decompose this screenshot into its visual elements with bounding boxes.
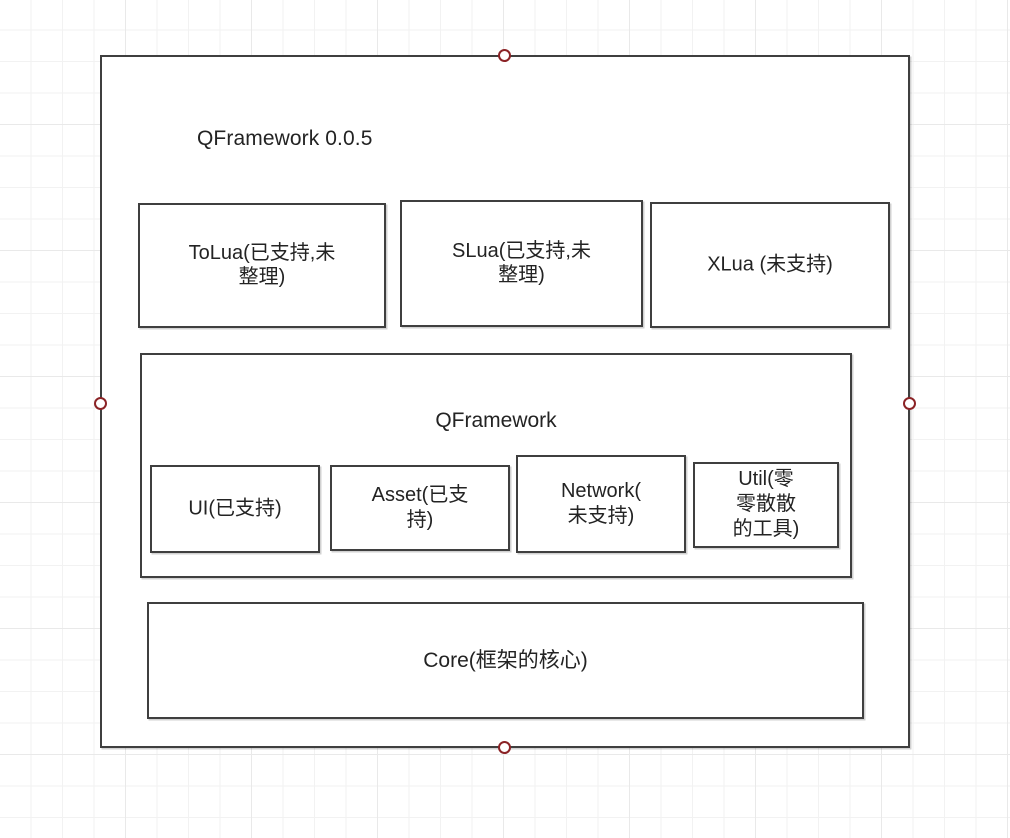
resize-handle-left-icon[interactable]	[94, 397, 107, 410]
util-module-label: Util(零 零散散 的工具)	[732, 468, 800, 541]
resize-handle-right-icon[interactable]	[903, 397, 916, 410]
resize-handle-top-icon[interactable]	[498, 49, 511, 62]
asset-module-label: Asset(已支 持)	[371, 484, 469, 531]
slua-box[interactable]: SLua(已支持,未 整理)	[400, 200, 643, 327]
ui-module-box[interactable]: UI(已支持)	[150, 465, 320, 553]
qframework-layer-title: QFramework	[435, 409, 557, 432]
xlua-label: XLua (未支持)	[707, 253, 833, 276]
xlua-box[interactable]: XLua (未支持)	[650, 202, 890, 328]
asset-module-box[interactable]: Asset(已支 持)	[330, 465, 510, 551]
network-module-label: Network( 未支持)	[560, 480, 641, 527]
network-module-box[interactable]: Network( 未支持)	[516, 455, 686, 553]
slua-label: SLua(已支持,未 整理)	[452, 239, 591, 287]
resize-handle-bottom-icon[interactable]	[498, 741, 511, 754]
root-container-title: QFramework 0.0.5	[197, 127, 373, 150]
util-module-box[interactable]: Util(零 零散散 的工具)	[693, 462, 839, 548]
tolua-label: ToLua(已支持,未 整理)	[188, 241, 336, 289]
ui-module-label: UI(已支持)	[188, 497, 282, 520]
core-layer-box[interactable]: Core(框架的核心)	[147, 602, 864, 719]
tolua-box[interactable]: ToLua(已支持,未 整理)	[138, 203, 386, 328]
core-layer-label: Core(框架的核心)	[423, 648, 588, 672]
